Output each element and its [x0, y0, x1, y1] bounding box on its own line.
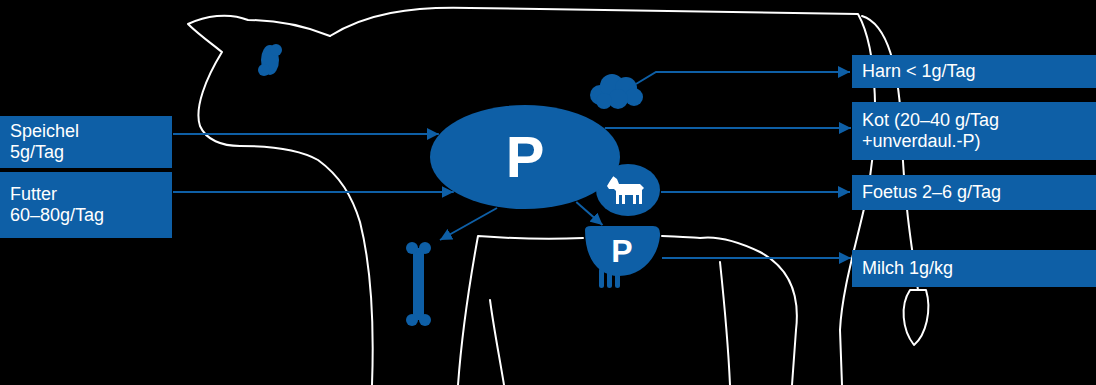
- node-text: Speichel: [10, 121, 79, 142]
- brain-lobe: [258, 64, 270, 76]
- kidney-lobe: [596, 93, 612, 109]
- cow-back: [330, 8, 875, 385]
- text-group: Kot (20–40 g/Tag +unverdaul.-P): [862, 110, 1042, 151]
- node-text: Milch 1g/kg: [862, 258, 953, 279]
- node-text: P: [611, 235, 632, 267]
- cow-outline: [188, 8, 928, 385]
- text-group: Speichel5g/Tag: [10, 121, 79, 162]
- flow-arrow: [605, 127, 851, 129]
- cow-head-chest: [188, 16, 373, 385]
- flow-arrow: [576, 202, 602, 225]
- flow-arrow: [173, 133, 439, 135]
- node-text: Foetus 2–6 g/Tag: [862, 182, 1001, 203]
- output-box: Kot (20–40 g/Tag +unverdaul.-P): [852, 102, 1096, 160]
- output-box: Harn < 1g/Tag: [852, 55, 1096, 88]
- text-group: Futter60–80g/Tag: [10, 184, 104, 225]
- cow-far-front-leg: [490, 300, 504, 385]
- node-text: Kot (20–40 g/Tag +unverdaul.-P): [862, 110, 1042, 151]
- flow-arrow: [173, 191, 454, 193]
- bone-knob: [406, 242, 418, 254]
- text-group: P: [506, 128, 545, 186]
- bone-knob: [406, 314, 418, 326]
- text-group: P: [611, 235, 632, 267]
- node-text: 5g/Tag: [10, 142, 79, 163]
- text-group: Milch 1g/kg: [862, 258, 953, 279]
- bone-icon: [406, 242, 431, 326]
- bone-knob: [419, 242, 431, 254]
- leader-arrow: [440, 208, 497, 240]
- text-group: Foetus 2–6 g/Tag: [862, 182, 1001, 203]
- node-text: Harn < 1g/Tag: [862, 61, 976, 82]
- udder-pool: P: [583, 226, 661, 276]
- input-box: Futter60–80g/Tag: [0, 172, 172, 238]
- node-text: P: [506, 128, 545, 186]
- pool-ellipse: [430, 105, 620, 209]
- leader-arrow: [661, 191, 850, 193]
- cow-belly: [458, 236, 583, 385]
- input-box: Speichel5g/Tag: [0, 116, 172, 168]
- brain-lobe: [270, 44, 282, 56]
- bone-shaft: [413, 248, 424, 320]
- output-box: Foetus 2–6 g/Tag: [852, 175, 1096, 210]
- cow-tail-tuft: [904, 290, 929, 345]
- text-group: Harn < 1g/Tag: [862, 61, 976, 82]
- udder-body: [585, 226, 660, 276]
- cow-far-hind-leg: [720, 262, 730, 385]
- leader-arrow: [636, 72, 850, 84]
- output-box: Milch 1g/kg: [852, 250, 1096, 287]
- node-text: 60–80g/Tag: [10, 205, 104, 226]
- calf-silhouette: [607, 176, 644, 204]
- kidney-icon: [590, 74, 643, 109]
- flow-arrow: [662, 257, 851, 259]
- brain-icon: [258, 44, 282, 76]
- phosphorus-pool: P: [430, 105, 620, 209]
- bone-knob: [419, 314, 431, 326]
- node-text: Futter: [10, 184, 104, 205]
